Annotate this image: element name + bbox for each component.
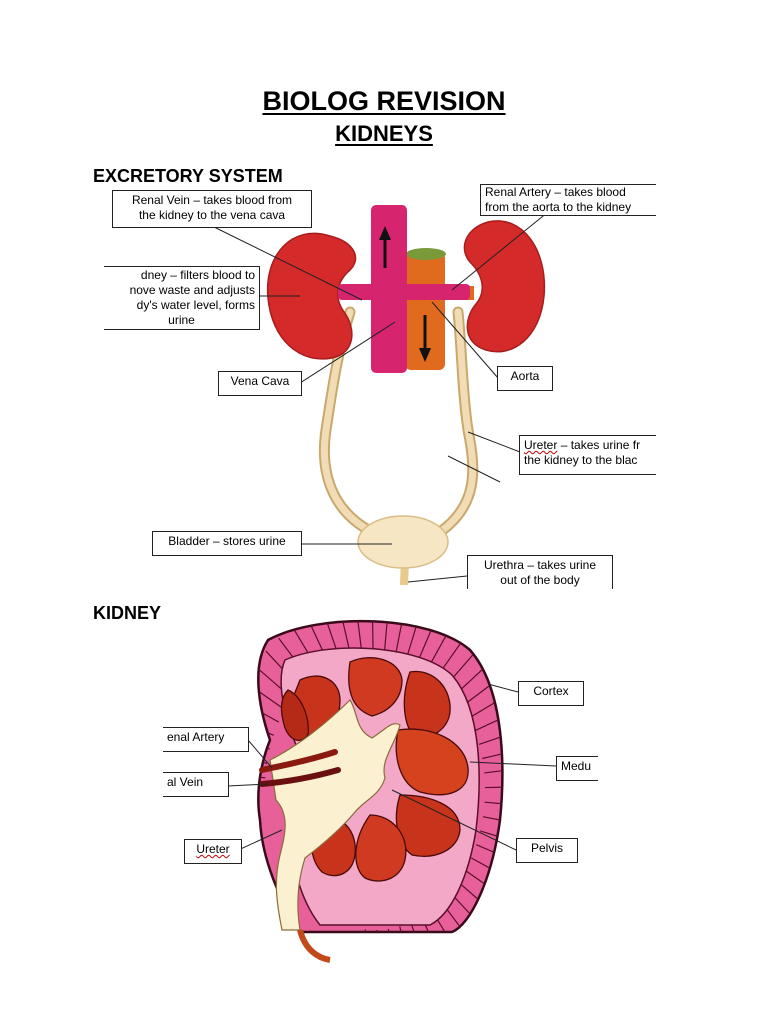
cortex-striation	[484, 766, 503, 774]
ureter-tube-kidney	[297, 929, 331, 963]
label-kidney-ureter: Ureter	[184, 839, 242, 864]
label-urethra: Urethra – takes urine out of the body	[467, 555, 613, 589]
label-urethra-line2: out of the body	[500, 573, 580, 587]
label-bladder: Bladder – stores urine	[152, 531, 302, 556]
cortex-striation	[258, 680, 286, 711]
cortex-striation	[376, 929, 379, 932]
renal-pelvis	[269, 699, 401, 931]
cortex-striation	[468, 691, 503, 719]
cortex-striation	[399, 926, 412, 932]
label-ureter-rest-line2: the kidney to the blac	[524, 453, 638, 467]
cortex-striation	[360, 929, 367, 932]
label-vena-cava: Vena Cava	[218, 371, 302, 396]
renal-vein-vessel-kidney	[259, 767, 341, 787]
label-renal-artery-line1: Renal Artery – takes blood	[485, 185, 626, 199]
page-subtitle: KIDNEYS	[335, 121, 433, 146]
cortex-striation	[410, 922, 428, 932]
cortex-striation	[354, 621, 363, 652]
label-kidney: dney – filters blood to nove waste and a…	[104, 266, 260, 330]
cortex-striation	[371, 621, 374, 651]
cortex-striation	[484, 801, 503, 808]
renal-vein-vessel	[338, 284, 470, 300]
aorta	[405, 252, 445, 370]
renal-artery-vessel-kidney	[259, 749, 338, 773]
cortex-striation	[383, 621, 390, 651]
label-renal-artery: Renal Artery – takes blood from the aort…	[480, 184, 656, 216]
cortex-striation	[482, 746, 503, 760]
label-renal-artery-line2: from the aorta to the kidney	[485, 200, 632, 214]
cortex-striation	[482, 816, 503, 827]
label-kidney-ureter-text: Ureter	[196, 842, 230, 856]
label-cortex: Cortex	[518, 681, 584, 706]
cortex-striation	[474, 709, 503, 732]
upward-flow-arrow-icon	[379, 226, 391, 268]
label-renal-vein-line1: Renal Vein – takes blood from	[131, 193, 293, 207]
cortex-striation	[395, 621, 407, 653]
right-kidney	[463, 220, 546, 353]
right-ureter-inner	[436, 308, 477, 536]
cortex-striation	[258, 753, 268, 764]
cortex-striation	[258, 697, 280, 723]
cortex-striation	[484, 786, 503, 789]
page-title: BIOLOG REVISION	[262, 86, 506, 116]
label-kidney-renal-vein: al Vein	[163, 772, 229, 797]
kidney-leader-lines	[227, 683, 557, 853]
cortex-striation	[406, 621, 423, 657]
label-kidney-line1: dney – filters blood to	[140, 268, 255, 282]
cortex-striation	[338, 621, 351, 654]
label-medulla: Medu	[556, 756, 598, 781]
label-ureter-rest-line1: – takes urine fr	[560, 438, 641, 452]
label-renal-vein: Renal Vein – takes blood from the kidney…	[112, 190, 312, 228]
label-ureter-word: Ureter	[524, 438, 558, 452]
cortex-striation	[387, 928, 396, 932]
cortex-striation	[480, 830, 503, 847]
cortex-striation	[478, 727, 503, 745]
section-heading-kidney: KIDNEY	[93, 603, 162, 623]
label-kidney-line2: nove waste and adjusts	[129, 283, 255, 297]
label-renal-vein-line2: the kidney to the vena cava	[138, 208, 286, 222]
label-kidney-line3: dy's water level, forms	[136, 298, 255, 312]
downward-flow-arrow-icon	[419, 315, 431, 362]
bladder	[357, 515, 449, 569]
section-heading-excretory: EXCRETORY SYSTEM	[93, 166, 283, 186]
label-ureter: Ureter – takes urine fr the kidney to th…	[519, 435, 656, 475]
label-kidney-renal-artery: enal Artery	[163, 727, 249, 752]
label-pelvis: Pelvis	[516, 838, 578, 863]
label-kidney-line4: urine	[168, 313, 195, 327]
label-aorta: Aorta	[497, 366, 553, 391]
label-urethra-line1: Urethra – takes urine	[483, 558, 597, 572]
leader-lines	[209, 211, 549, 583]
